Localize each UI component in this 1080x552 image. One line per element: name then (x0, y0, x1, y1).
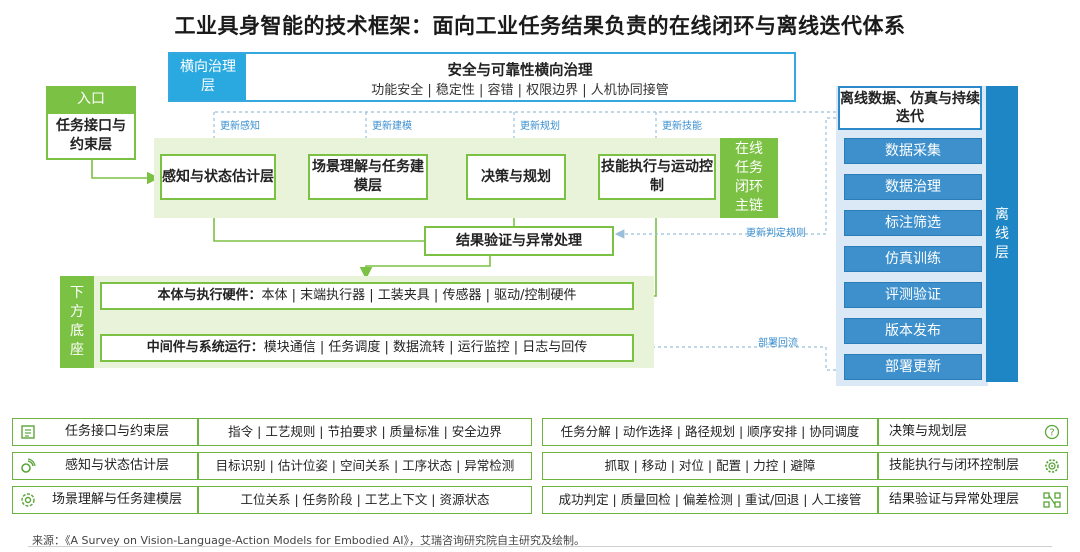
page-title: 工业具身智能的技术框架：面向工业任务结果负责的在线闭环与离线迭代体系 (174, 14, 906, 38)
node-perception: 感知与状态估计层 (160, 154, 276, 200)
table-left-desc-1: 目标识别 | 估计位姿 | 空间关系 | 工序状态 | 异常检测 (198, 452, 532, 480)
offline-head: 离线数据、仿真与持续迭代 (838, 86, 982, 130)
update-rules-label: 更新判定规则 (746, 228, 806, 239)
table-left-desc-2: 工位关系 | 任务阶段 | 工艺上下文 | 资源状态 (198, 486, 532, 514)
table-right-name-2: 结果验证与异常处理层 (878, 486, 1068, 514)
table-right-label-2: 结果验证与异常处理层 (889, 492, 1020, 507)
table-right-desc-0: 任务分解 | 动作选择 | 路径规划 | 顺序安排 | 协同调度 (542, 418, 878, 446)
table-right-label-0: 决策与规划层 (889, 424, 968, 439)
svg-text:?: ? (1049, 428, 1054, 439)
node-decision-planning: 决策与规划 (466, 154, 566, 200)
middleware-items: 模块通信 | 任务调度 | 数据流转 | 运行监控 | 日志与回传 (263, 340, 588, 355)
offline-step-collect: 数据采集 (844, 138, 982, 164)
offline-step-deploy: 部署更新 (844, 354, 982, 380)
table-left-label-1: 感知与状态估计层 (64, 458, 169, 473)
hardware-items: 本体 | 末端执行器 | 工装夹具 | 传感器 | 驱动/控制硬件 (261, 288, 577, 303)
entry-tag: 入口 (46, 86, 136, 112)
table-left-name-1: 感知与状态估计层 (12, 452, 198, 480)
table-right-desc-1: 抓取 | 移动 | 对位 | 配置 | 力控 | 避障 (542, 452, 878, 480)
hardware-label: 本体与执行硬件： (157, 288, 262, 303)
base-tag: 下方底座 (60, 276, 94, 368)
online-loop-tag: 在线任务闭环主链 (720, 138, 778, 218)
document-icon (19, 423, 37, 441)
source-note: 来源：《A Survey on Vision-Language-Action M… (32, 534, 586, 547)
table-left-desc-0: 指令 | 工艺规则 | 节拍要求 | 质量标准 | 安全边界 (198, 418, 532, 446)
offline-step-label: 标注筛选 (844, 210, 982, 236)
offline-step-release: 版本发布 (844, 318, 982, 344)
question-icon: ? (1043, 423, 1061, 441)
deploy-back-label: 部署回流 (758, 338, 798, 349)
update-skill-label: 更新技能 (662, 121, 702, 132)
table-right-name-1: 技能执行与闭环控制层 (878, 452, 1068, 480)
governance-title: 安全与可靠性横向治理 (447, 63, 593, 79)
hardware-box: 本体与执行硬件：本体 | 末端执行器 | 工装夹具 | 传感器 | 驱动/控制硬… (100, 282, 634, 310)
update-perception-label: 更新感知 (220, 121, 260, 132)
offline-step-govern: 数据治理 (844, 174, 982, 200)
flow-icon (1043, 491, 1061, 509)
offline-step-eval: 评测验证 (844, 282, 982, 308)
table-left-label-0: 任务接口与约束层 (64, 424, 169, 439)
node-scene-modeling: 场景理解与任务建模层 (308, 154, 428, 200)
sensor-icon (19, 457, 37, 475)
governance-panel: 横向治理层 安全与可靠性横向治理 功能安全 | 稳定性 | 容错 | 权限边界 … (168, 52, 796, 102)
offline-step-simtrain: 仿真训练 (844, 246, 982, 272)
table-left-label-2: 场景理解与任务建模层 (51, 492, 182, 507)
result-verification-box: 结果验证与异常处理 (424, 226, 614, 256)
offline-tag: 离线层 (986, 86, 1018, 382)
table-left-name-0: 任务接口与约束层 (12, 418, 198, 446)
entry-box: 任务接口与约束层 (46, 112, 136, 160)
table-right-name-0: 决策与规划层 ? (878, 418, 1068, 446)
middleware-box: 中间件与系统运行：模块通信 | 任务调度 | 数据流转 | 运行监控 | 日志与… (100, 334, 634, 362)
governance-items: 功能安全 | 稳定性 | 容错 | 权限边界 | 人机协同接管 (371, 83, 669, 98)
governance-tag: 横向治理层 (170, 54, 246, 100)
dashed-update-rules (614, 117, 836, 239)
table-right-label-1: 技能执行与闭环控制层 (889, 458, 1020, 473)
update-planning-label: 更新规划 (520, 121, 560, 132)
table-right-desc-2: 成功判定 | 质量回检 | 偏差检测 | 重试/回退 | 人工接管 (542, 486, 878, 514)
arrow-entry-to-perception (91, 160, 160, 185)
divider (28, 546, 1052, 547)
middleware-label: 中间件与系统运行： (146, 340, 264, 355)
update-modeling-label: 更新建模 (372, 121, 412, 132)
node-skill-execution: 技能执行与运动控制 (598, 154, 716, 200)
gear-scene-icon (19, 491, 37, 509)
cog-icon (1043, 457, 1061, 475)
dashed-deploy-back (634, 342, 836, 371)
table-left-name-2: 场景理解与任务建模层 (12, 486, 198, 514)
arrow-result-to-base (359, 256, 491, 280)
